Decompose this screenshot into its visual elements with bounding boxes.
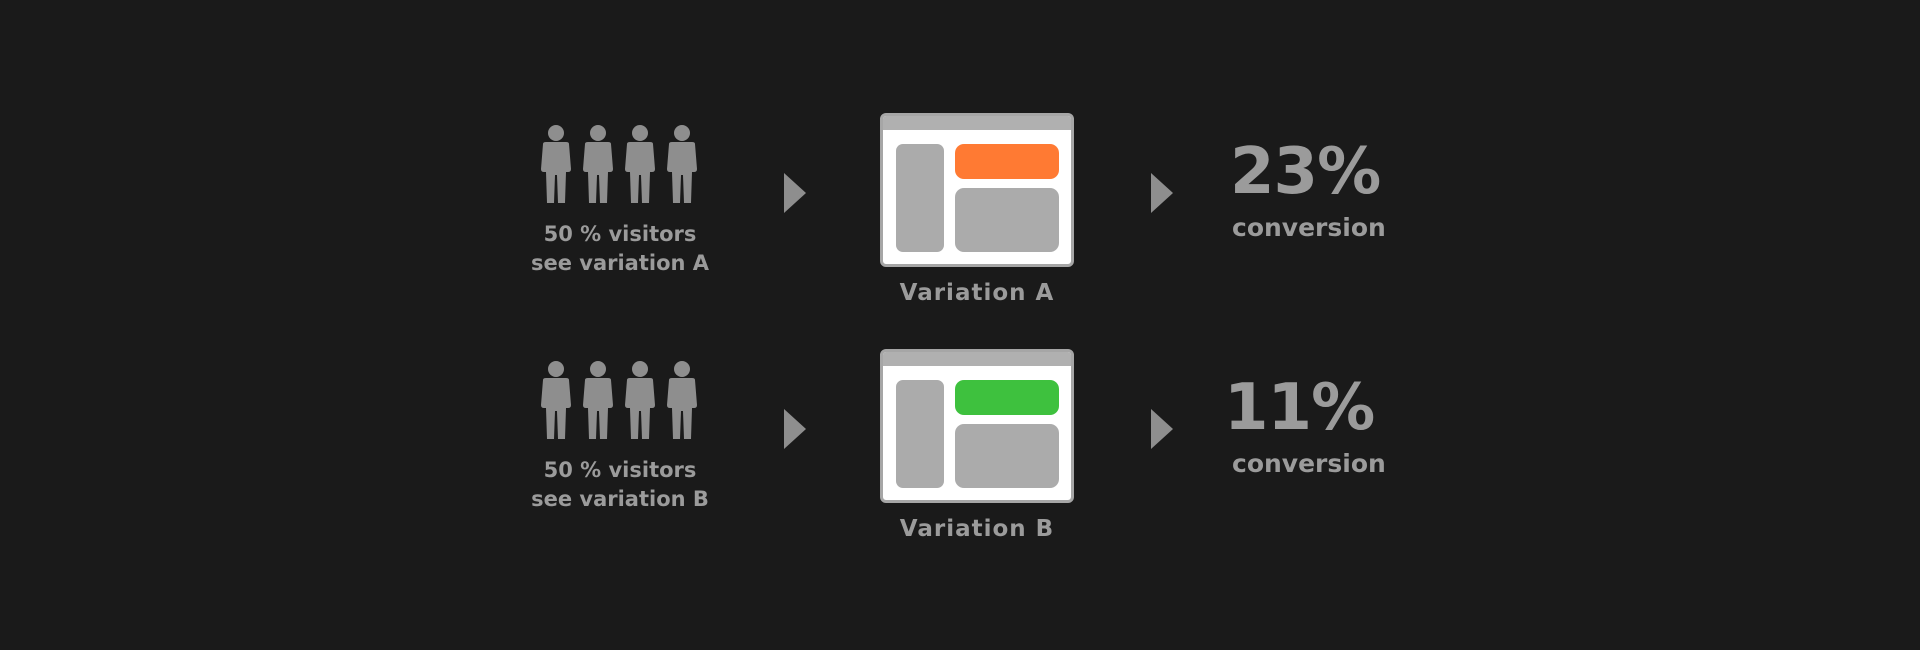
browser-window-icon <box>880 349 1074 503</box>
variation-a-row: 50 % visitors see variation A Variation … <box>0 110 1920 330</box>
person-icon <box>664 361 700 439</box>
variation-a-accent-block <box>955 144 1059 179</box>
arrow-right-icon <box>1151 409 1173 449</box>
window-sidebar-block <box>896 144 944 252</box>
window-content-block <box>955 188 1059 252</box>
browser-window-icon <box>880 113 1074 267</box>
window-titlebar <box>883 352 1071 366</box>
variation-a-label: Variation A <box>899 280 1055 306</box>
visitor-group-b <box>538 361 702 439</box>
visitor-variation: see variation B <box>531 487 709 511</box>
person-icon <box>580 361 616 439</box>
variation-b-accent-block <box>955 380 1059 415</box>
person-icon <box>580 125 616 203</box>
person-icon <box>538 125 574 203</box>
window-content-block <box>955 424 1059 488</box>
arrow-right-icon <box>784 409 806 449</box>
visitor-variation: see variation A <box>530 251 710 275</box>
visitor-percentage: 50 % visitors <box>543 458 697 482</box>
window-sidebar-block <box>896 380 944 488</box>
conversion-rate-a: 23% <box>1230 135 1381 209</box>
person-icon <box>622 361 658 439</box>
conversion-rate-b: 11% <box>1224 371 1375 445</box>
variation-b-row: 50 % visitors see variation B Variation … <box>0 346 1920 566</box>
visitor-split-text-a: 50 % visitors see variation A <box>500 220 740 278</box>
visitor-group-a <box>538 125 702 203</box>
conversion-label-a: conversion <box>1232 213 1386 242</box>
arrow-right-icon <box>1151 173 1173 213</box>
window-titlebar <box>883 116 1071 130</box>
arrow-right-icon <box>784 173 806 213</box>
person-icon <box>622 125 658 203</box>
variation-b-label: Variation B <box>899 516 1055 542</box>
person-icon <box>664 125 700 203</box>
person-icon <box>538 361 574 439</box>
conversion-label-b: conversion <box>1232 449 1386 478</box>
visitor-split-text-b: 50 % visitors see variation B <box>500 456 740 514</box>
visitor-percentage: 50 % visitors <box>543 222 697 246</box>
